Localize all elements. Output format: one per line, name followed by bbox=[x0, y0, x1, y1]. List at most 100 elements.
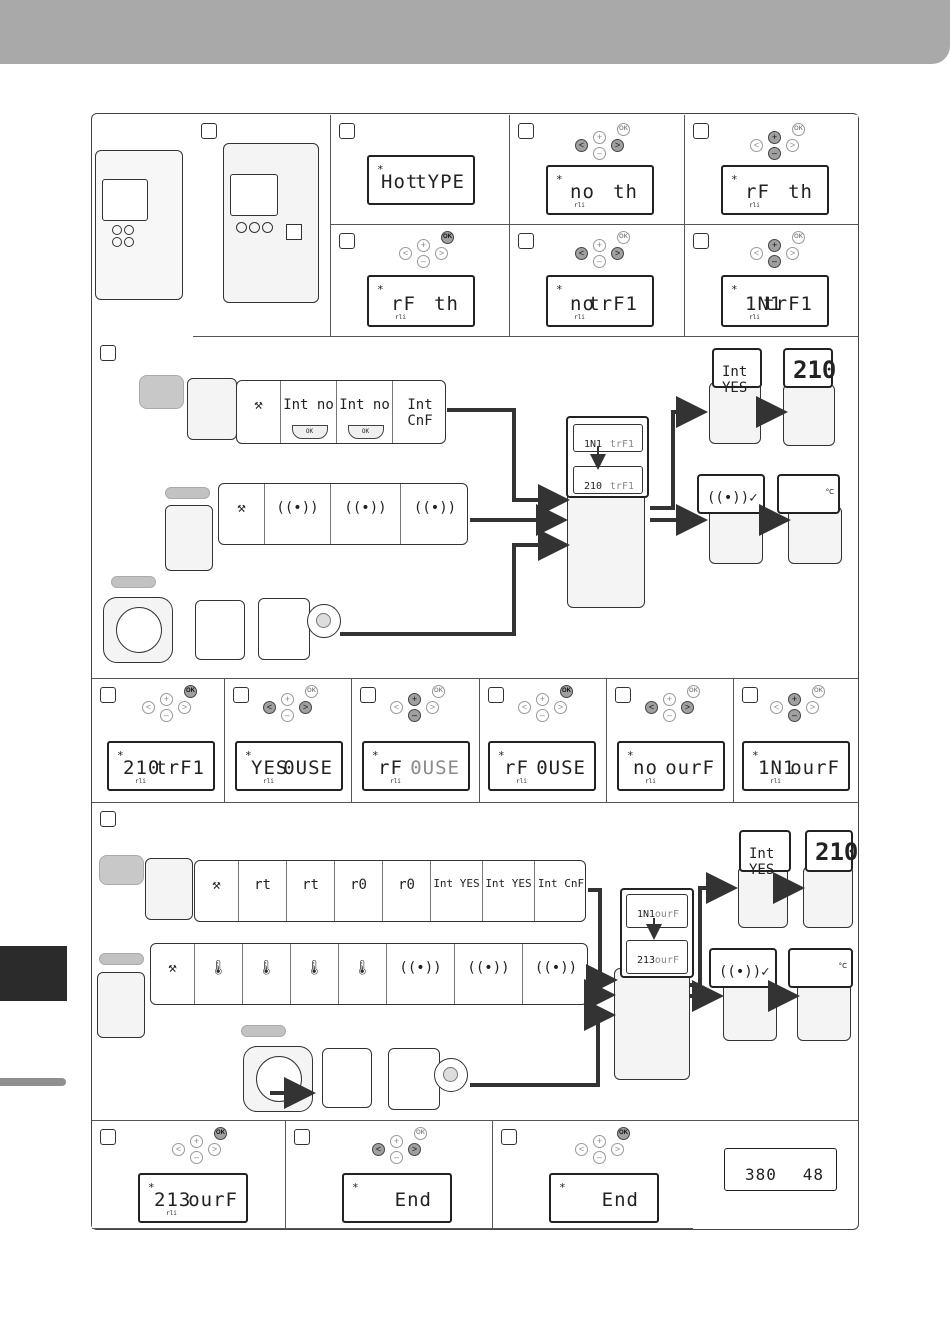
ok-button[interactable]: OK bbox=[305, 685, 318, 698]
right-button[interactable]: > bbox=[611, 1143, 624, 1156]
display-text-right: trF1 bbox=[155, 757, 205, 779]
ok-button[interactable]: OK bbox=[792, 231, 805, 244]
antenna-icon: ((•)) bbox=[413, 500, 457, 516]
mini-text-left: 210 bbox=[584, 481, 603, 492]
right-button[interactable]: > bbox=[208, 1143, 221, 1156]
left-button[interactable]: < bbox=[575, 139, 588, 152]
button-pad: OK + < > – bbox=[380, 685, 450, 727]
star-indicator: * bbox=[627, 749, 634, 762]
ok-button[interactable]: OK bbox=[560, 685, 573, 698]
ok-button[interactable]: OK bbox=[432, 685, 445, 698]
plus-button[interactable]: + bbox=[768, 131, 781, 144]
minus-button[interactable]: – bbox=[408, 709, 421, 722]
model-label-placeholder bbox=[111, 576, 156, 588]
display-text-right: 0USE bbox=[536, 757, 586, 779]
left-button[interactable]: < bbox=[750, 139, 763, 152]
ok-button[interactable]: OK bbox=[687, 685, 700, 698]
ok-button[interactable]: OK bbox=[792, 123, 805, 136]
center-bubble-2: 1N1 ourF 213 ourF bbox=[620, 888, 694, 978]
ok-button[interactable]: OK bbox=[617, 1127, 630, 1140]
right-button[interactable]: > bbox=[786, 247, 799, 260]
thermostat-wall-1 bbox=[165, 505, 213, 571]
minus-button[interactable]: – bbox=[663, 709, 676, 722]
minus-button[interactable]: – bbox=[593, 1151, 606, 1164]
right-button[interactable]: > bbox=[611, 139, 624, 152]
step-6-cell: OK + < > – * no trF1 rli bbox=[510, 225, 685, 337]
display-no-trf1: * no trF1 rli bbox=[546, 275, 654, 327]
plus-button[interactable]: + bbox=[160, 693, 173, 706]
left-button[interactable]: < bbox=[172, 1143, 185, 1156]
minus-button[interactable]: – bbox=[160, 709, 173, 722]
mini-text-left: 1N1 bbox=[584, 439, 603, 450]
left-button[interactable]: < bbox=[575, 247, 588, 260]
right-button[interactable]: > bbox=[681, 701, 694, 714]
right-button[interactable]: > bbox=[435, 247, 448, 260]
plus-button[interactable]: + bbox=[593, 1135, 606, 1148]
stripe-text: rt bbox=[302, 877, 319, 893]
left-button[interactable]: < bbox=[399, 247, 412, 260]
display-text-left: 1N1 bbox=[745, 293, 783, 315]
plus-button[interactable]: + bbox=[593, 239, 606, 252]
plus-button[interactable]: + bbox=[768, 239, 781, 252]
ok-button[interactable]: OK bbox=[214, 1127, 227, 1140]
ok-button[interactable]: OK bbox=[617, 123, 630, 136]
ok-button[interactable]: OK bbox=[184, 685, 197, 698]
step-number-box bbox=[518, 233, 534, 249]
plus-button[interactable]: + bbox=[593, 131, 606, 144]
plus-button[interactable]: + bbox=[408, 693, 421, 706]
ok-button[interactable]: OK bbox=[812, 685, 825, 698]
left-button[interactable]: < bbox=[645, 701, 658, 714]
unit-label: °C bbox=[838, 962, 847, 970]
left-button[interactable]: < bbox=[390, 701, 403, 714]
minus-button[interactable]: – bbox=[190, 1151, 203, 1164]
plus-button[interactable]: + bbox=[663, 693, 676, 706]
out-bubble-int-yes-2: Int YES bbox=[739, 830, 791, 878]
left-button[interactable]: < bbox=[263, 701, 276, 714]
left-button[interactable]: < bbox=[750, 247, 763, 260]
display-text-right: tYPE bbox=[415, 171, 465, 193]
minus-button[interactable]: – bbox=[536, 709, 549, 722]
right-button[interactable]: > bbox=[786, 139, 799, 152]
plus-button[interactable]: + bbox=[190, 1135, 203, 1148]
right-button[interactable]: > bbox=[611, 247, 624, 260]
left-button[interactable]: < bbox=[142, 701, 155, 714]
stripe-text: Int YES bbox=[433, 877, 480, 890]
right-button[interactable]: > bbox=[554, 701, 567, 714]
final-display: 380 48 bbox=[724, 1148, 837, 1191]
plus-button[interactable]: + bbox=[536, 693, 549, 706]
ok-button[interactable]: OK bbox=[414, 1127, 427, 1140]
minus-button[interactable]: – bbox=[593, 147, 606, 160]
left-button[interactable]: < bbox=[770, 701, 783, 714]
right-button[interactable]: > bbox=[426, 701, 439, 714]
dial-thermostat-1 bbox=[103, 597, 173, 663]
button-pad: OK + < > – bbox=[565, 123, 635, 165]
minus-button[interactable]: – bbox=[417, 255, 430, 268]
star-indicator: * bbox=[245, 749, 252, 762]
minus-button[interactable]: – bbox=[593, 255, 606, 268]
minus-button[interactable]: – bbox=[768, 147, 781, 160]
plus-button[interactable]: + bbox=[390, 1135, 403, 1148]
left-button[interactable]: < bbox=[575, 1143, 588, 1156]
right-button[interactable]: > bbox=[178, 701, 191, 714]
plus-button[interactable]: + bbox=[281, 693, 294, 706]
minus-button[interactable]: – bbox=[788, 709, 801, 722]
button-pad: OK + < > – bbox=[565, 1127, 635, 1169]
display-sub-label: rli bbox=[770, 778, 781, 785]
minus-button[interactable]: – bbox=[281, 709, 294, 722]
right-button[interactable]: > bbox=[408, 1143, 421, 1156]
minus-button[interactable]: – bbox=[390, 1151, 403, 1164]
plus-button[interactable]: + bbox=[788, 693, 801, 706]
left-button[interactable]: < bbox=[518, 701, 531, 714]
display-text-right: End bbox=[394, 1189, 432, 1211]
right-button[interactable]: > bbox=[806, 701, 819, 714]
antenna-icon: ((•)) bbox=[344, 500, 387, 516]
plus-button[interactable]: + bbox=[417, 239, 430, 252]
left-button[interactable]: < bbox=[372, 1143, 385, 1156]
right-button[interactable]: > bbox=[299, 701, 312, 714]
display-text-right: th bbox=[788, 181, 813, 203]
controller-device bbox=[223, 143, 319, 303]
minus-button[interactable]: – bbox=[768, 255, 781, 268]
display-sub-label: rli bbox=[574, 202, 585, 209]
ok-button[interactable]: OK bbox=[617, 231, 630, 244]
ok-button[interactable]: OK bbox=[441, 231, 454, 244]
